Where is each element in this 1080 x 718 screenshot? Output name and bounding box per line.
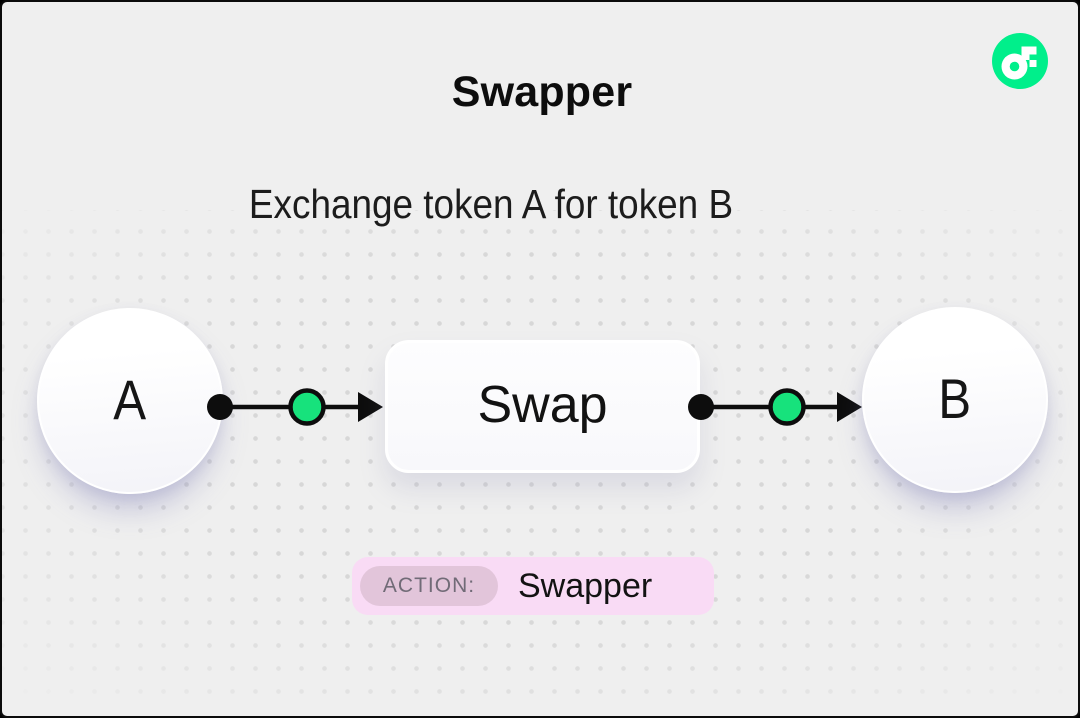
action-chip-label: ACTION: xyxy=(382,574,476,597)
arrowhead-icon xyxy=(837,392,862,422)
source-dot xyxy=(207,394,233,420)
token-dot xyxy=(288,388,326,426)
token-a-label: A xyxy=(113,367,147,431)
token-b-label: B xyxy=(938,366,972,430)
swap-label: Swap xyxy=(477,375,608,434)
page-subtitle: Exchange token A for token B xyxy=(248,181,734,227)
source-dot xyxy=(688,394,714,420)
action-value: Swapper xyxy=(518,566,653,605)
action-badge: ACTION: Swapper xyxy=(352,557,714,615)
page-title: Swapper xyxy=(451,68,633,116)
connector-a-to-swap xyxy=(207,388,383,426)
token-node-b: B xyxy=(862,307,1048,493)
action-chip: ACTION: xyxy=(360,566,498,606)
flow-logo-icon xyxy=(992,33,1048,89)
swap-process-node: Swap xyxy=(385,340,700,473)
arrowhead-icon xyxy=(358,392,383,422)
connector-swap-to-b xyxy=(688,388,862,426)
token-node-a: A xyxy=(37,308,223,494)
token-dot xyxy=(768,388,806,426)
